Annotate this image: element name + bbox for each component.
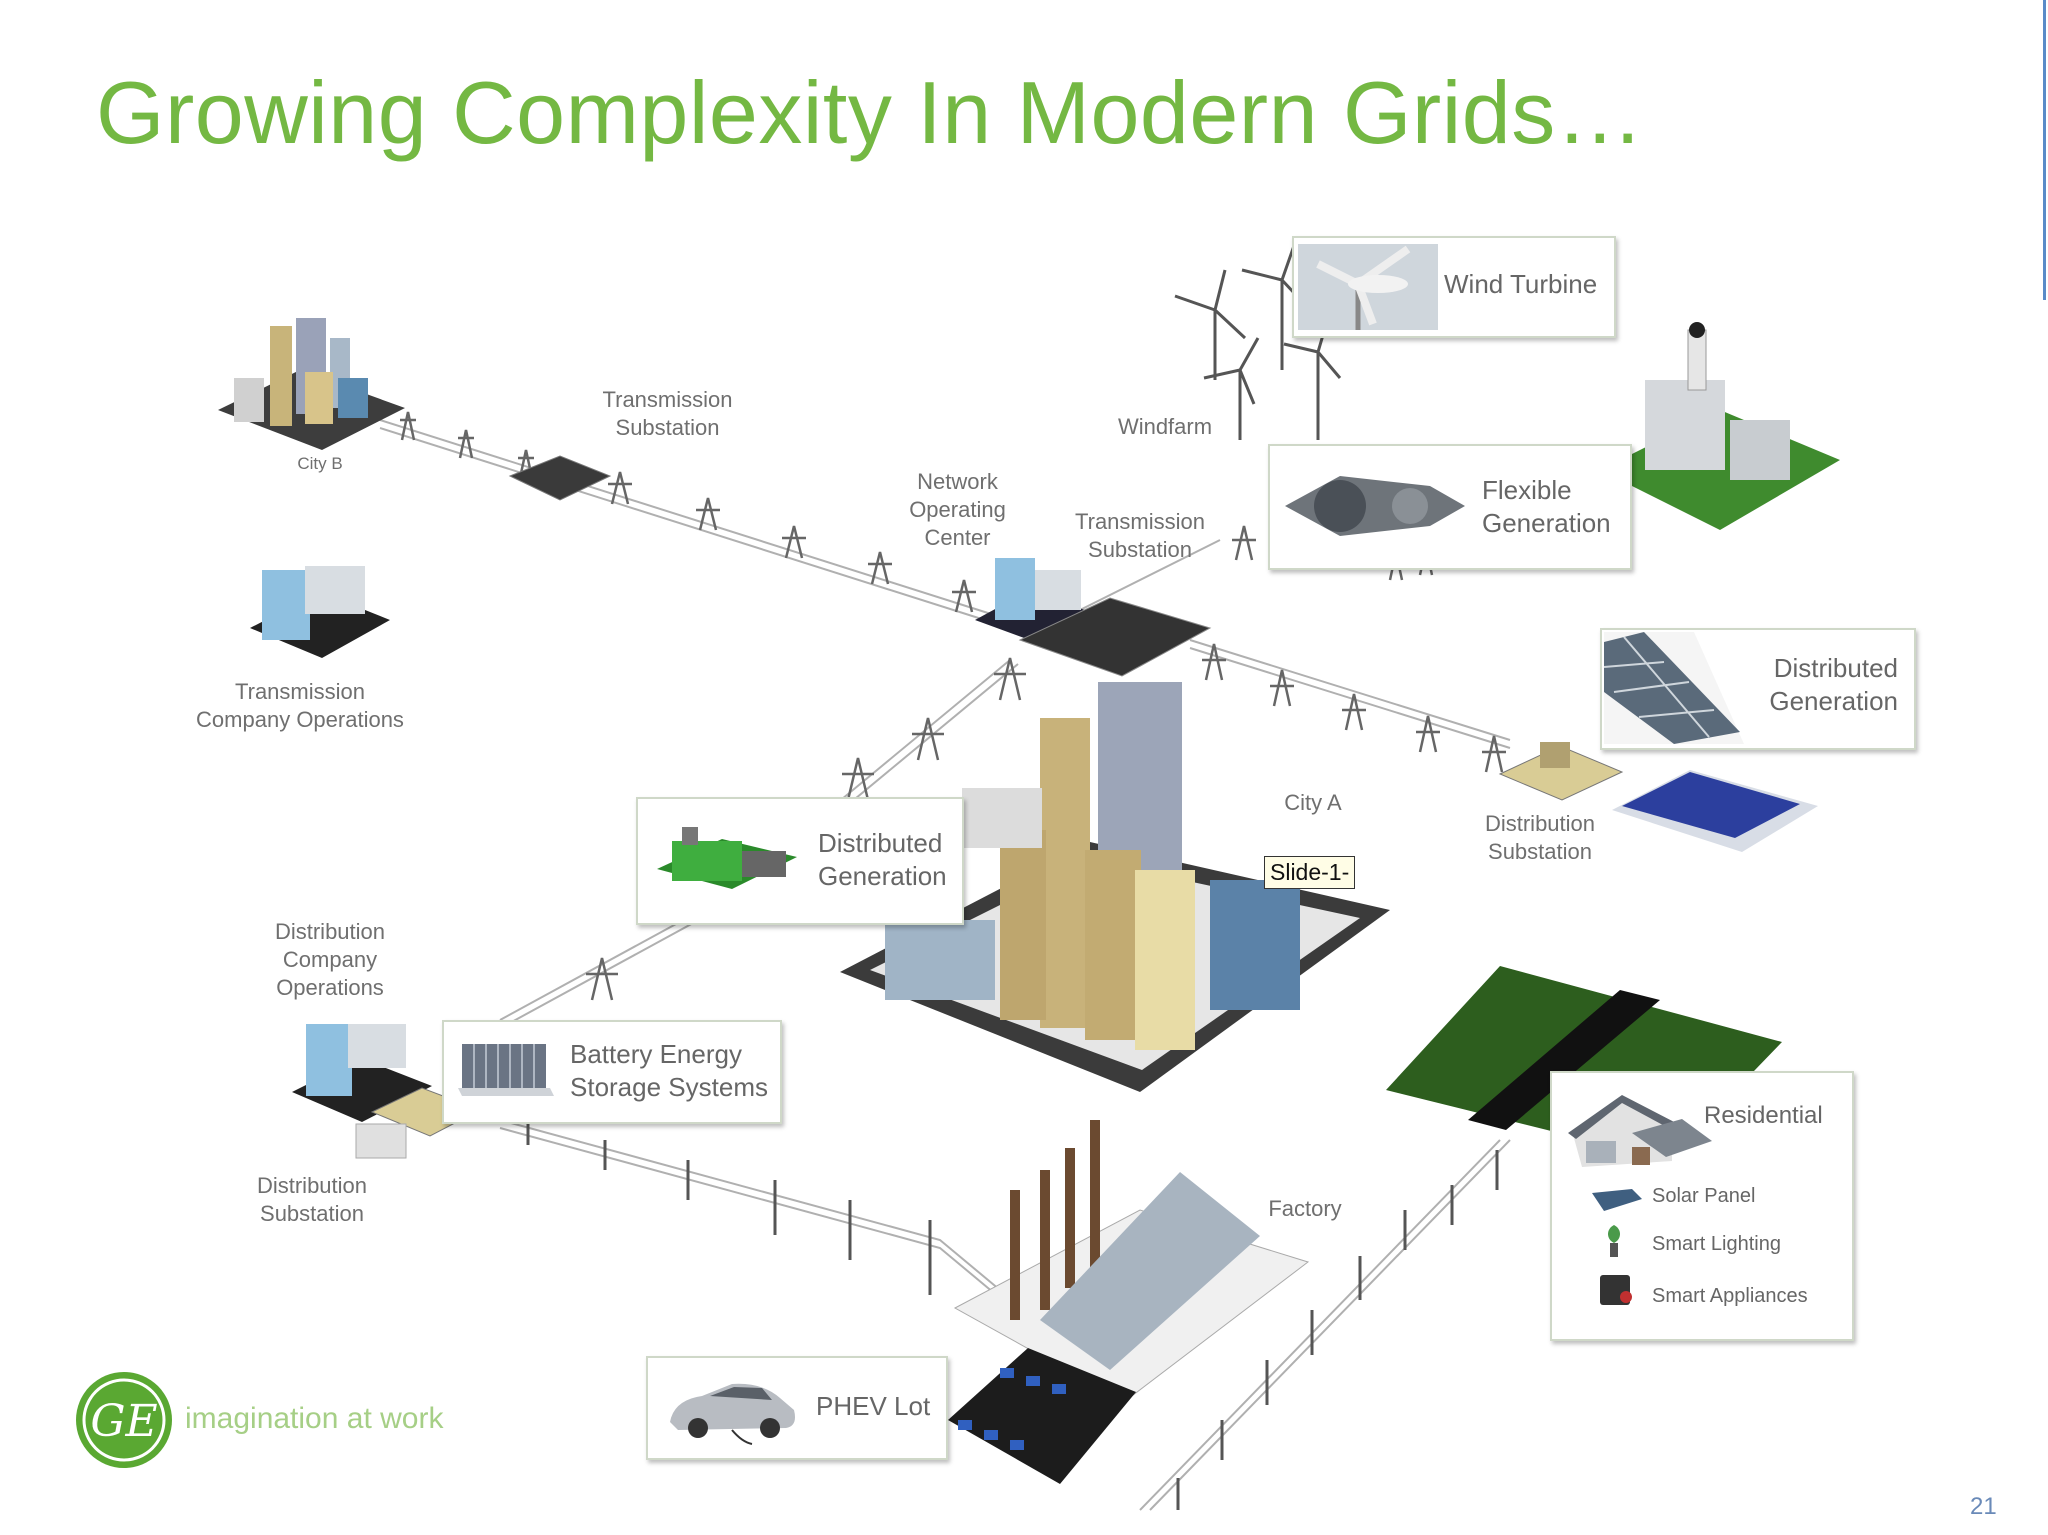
slide-tooltip: Slide-1- — [1264, 856, 1355, 889]
label-factory: Factory — [1250, 1195, 1360, 1223]
box-flexible-generation-label: Flexible Generation — [1482, 474, 1611, 540]
label-windfarm: Windfarm — [1100, 413, 1230, 441]
solar-panel-small-icon — [1592, 1187, 1642, 1213]
box-flexible-generation: Flexible Generation — [1268, 444, 1632, 570]
label-city-b: City B — [280, 450, 360, 478]
box-distributed-generation-center-label: Distributed Generation — [818, 827, 947, 893]
smart-lighting-icon — [1602, 1221, 1626, 1261]
page-number: 21 — [1970, 1493, 1997, 1521]
label-transmission-substation-top: Transmission Substation — [580, 386, 755, 442]
ge-logo-icon: GE — [74, 1370, 174, 1470]
svg-text:GE: GE — [90, 1396, 157, 1447]
gas-turbine-icon — [1280, 466, 1470, 546]
box-distributed-generation-center: Distributed Generation — [636, 797, 964, 925]
solar-panel-icon — [1604, 632, 1744, 744]
city-b-graphic — [218, 318, 405, 450]
residential-item-smart-appliances: Smart Appliances — [1652, 1285, 1808, 1308]
label-network-operating-center: Network Operating Center — [890, 468, 1025, 552]
box-battery-storage: Battery Energy Storage Systems — [442, 1020, 782, 1124]
box-distributed-generation-right-label: Distributed Generation — [1758, 652, 1898, 718]
label-distribution-substation-left: Distribution Substation — [232, 1172, 392, 1228]
box-wind-turbine-label: Wind Turbine — [1444, 268, 1597, 301]
box-phev-lot-label: PHEV Lot — [816, 1390, 930, 1423]
label-distribution-substation-right: Distribution Substation — [1460, 810, 1620, 866]
residential-item-smart-lighting: Smart Lighting — [1652, 1233, 1781, 1256]
residential-item-solar-panel: Solar Panel — [1652, 1185, 1755, 1208]
label-transmission-company-operations: Transmission Company Operations — [180, 678, 420, 734]
power-plant-graphic — [1600, 322, 1840, 530]
generator-icon — [652, 819, 802, 903]
ge-tagline: imagination at work — [185, 1402, 443, 1436]
battery-cabinet-icon — [458, 1040, 554, 1100]
solar-farm-graphic — [1612, 770, 1818, 852]
label-distribution-company-operations: Distribution Company Operations — [250, 918, 410, 1002]
box-wind-turbine: Wind Turbine — [1292, 236, 1616, 338]
smart-appliance-icon — [1596, 1269, 1636, 1309]
transmission-substation-top-graphic — [510, 456, 610, 500]
box-phev-lot: PHEV Lot — [646, 1356, 948, 1460]
box-battery-storage-label: Battery Energy Storage Systems — [570, 1038, 768, 1104]
box-residential-title: Residential — [1704, 1099, 1823, 1132]
box-residential: Residential Solar Panel Smart Lighting S… — [1550, 1071, 1854, 1341]
label-transmission-substation-mid: Transmission Substation — [1060, 508, 1220, 564]
wind-turbine-icon — [1298, 244, 1438, 330]
car-icon — [662, 1370, 802, 1450]
distribution-substation-right-graphic — [1500, 742, 1622, 800]
box-distributed-generation-right: Distributed Generation — [1600, 628, 1916, 750]
house-icon — [1562, 1091, 1712, 1173]
factory-graphic — [955, 1120, 1308, 1402]
transmission-ops-graphic — [250, 566, 390, 658]
label-city-a: City A — [1268, 789, 1358, 817]
